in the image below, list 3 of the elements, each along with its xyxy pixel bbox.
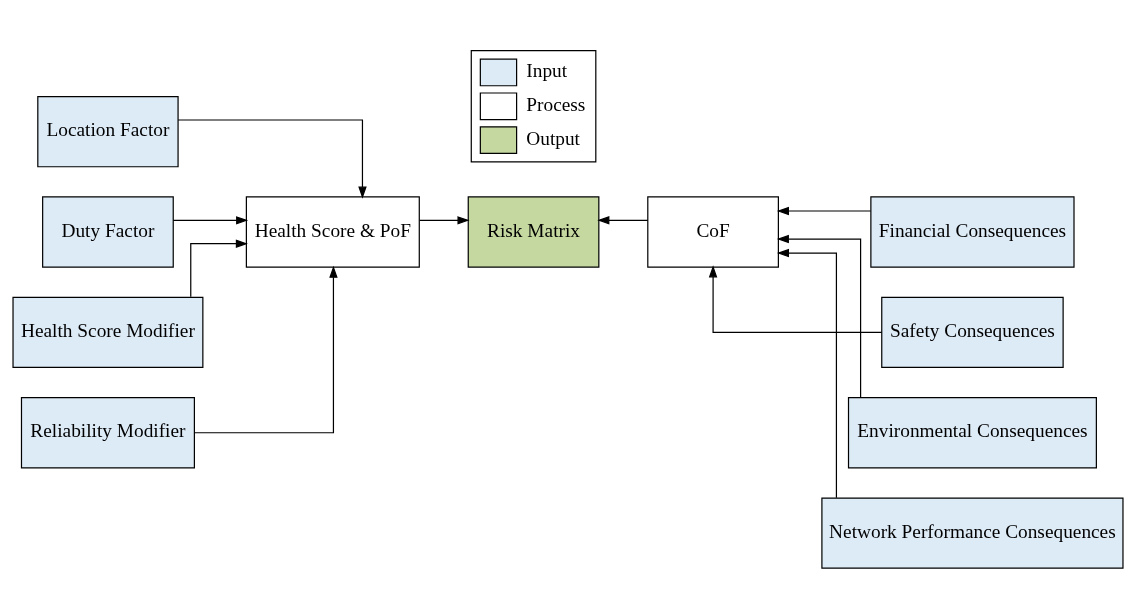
legend-label: Input — [526, 60, 568, 82]
legend-label: Output — [526, 127, 580, 149]
legend-label: Process — [526, 93, 586, 115]
